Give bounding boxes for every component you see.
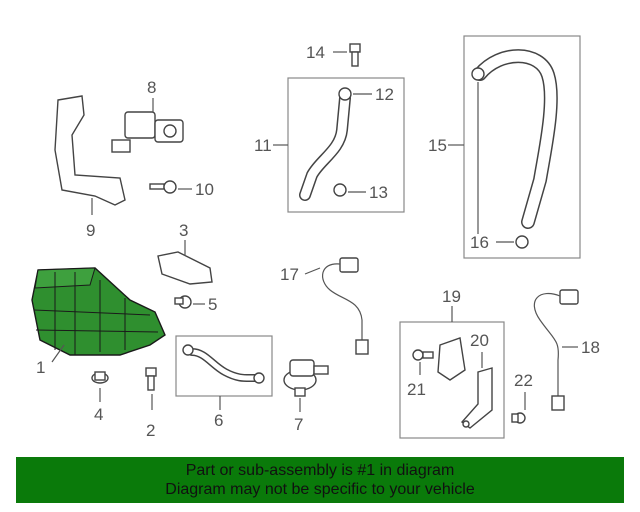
part-3-bracket[interactable] [157,251,213,285]
callout-3: 3 [179,221,188,240]
part-20-bracket[interactable] [460,367,493,429]
banner-line-2: Diagram may not be specific to your vehi… [165,481,475,498]
callout-6: 6 [214,411,223,430]
callout-11: 11 [254,136,272,155]
part-12-clamp[interactable] [338,87,352,101]
callout-19: 19 [442,287,461,306]
part-22-bolt[interactable] [511,412,526,424]
part-1-canister[interactable] [31,267,166,356]
part-8-purge-valve[interactable] [111,111,184,153]
part-7-pump[interactable] [283,359,329,397]
part-16-clamp[interactable] [471,67,529,249]
callout-21: 21 [407,380,426,399]
callout-7: 7 [294,415,303,434]
part-4-grommet[interactable] [91,371,109,384]
callout-9: 9 [86,221,95,240]
callout-17: 17 [280,265,299,284]
callout-10: 10 [195,180,214,199]
callout-14: 14 [306,43,325,62]
part-21-bolt[interactable] [412,349,434,361]
part-19-bracket[interactable] [437,337,466,381]
part-15-hose[interactable] [473,49,558,229]
part-13-clamp[interactable] [333,183,347,197]
part-9-bracket[interactable] [54,95,126,206]
callout-4: 4 [94,405,103,424]
part-18-sensor[interactable] [533,289,579,411]
callout-15: 15 [428,136,447,155]
part-10-bolt[interactable] [149,180,177,194]
callout-5: 5 [208,295,217,314]
callout-22: 22 [514,371,533,390]
part-11-hose[interactable] [299,92,351,201]
part-15-group-box [463,35,581,259]
part-5-bolt[interactable] [174,295,192,309]
callout-8: 8 [147,78,156,97]
callout-13: 13 [369,183,388,202]
part-14-bolt[interactable] [349,43,361,67]
callout-1: 1 [36,358,45,377]
part-6-group-box [175,335,273,397]
callout-16: 16 [470,233,489,252]
callout-18: 18 [581,338,600,357]
part-17-sensor[interactable] [322,257,369,355]
part-6-hose[interactable] [182,344,265,384]
info-banner: Part or sub-assembly is #1 in diagram Di… [16,457,624,503]
banner-line-1: Part or sub-assembly is #1 in diagram [185,462,455,479]
callout-12: 12 [375,85,394,104]
callout-2: 2 [146,421,155,440]
callout-20: 20 [470,331,489,350]
part-2-bolt[interactable] [145,367,157,391]
